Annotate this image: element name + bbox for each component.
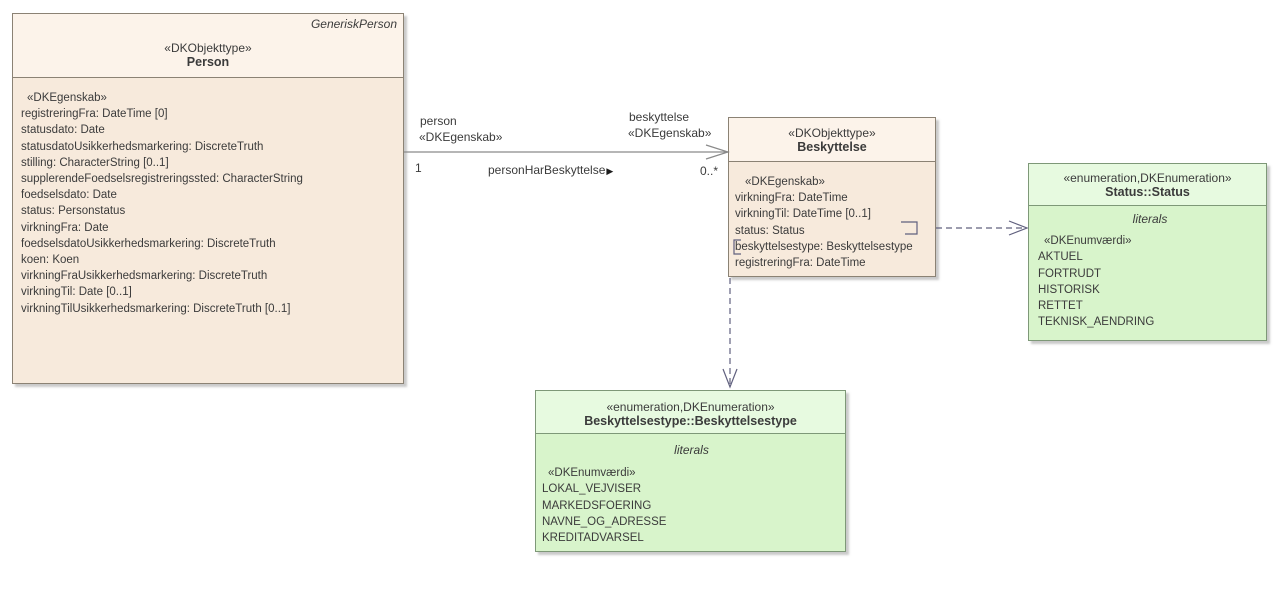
attribute-row: status: Personstatus [21,205,126,218]
attribute-row: virkningTilUsikkerhedsmarkering: Discret… [21,302,291,315]
association-source-multiplicity: 1 [415,161,422,175]
association-person-har-beskyttelse[interactable] [404,144,730,160]
association-target-multiplicity: 0..* [700,164,719,178]
attribute-row: stilling: CharacterString [0..1] [21,156,169,169]
association-name-text: personHarBeskyttelse [488,163,606,177]
enum-name: Beskyttelsestype::Beskyttelsestype [584,414,797,428]
enum-value-stereotype: «DKEnumværdi» [1044,235,1132,248]
class-stereotype: «DKObjekttype» [788,126,876,140]
class-name: Person [186,55,230,69]
association-source-role-stereotype: «DKEgenskab» [419,130,503,144]
enum-status[interactable]: «enumeration,DKEnumeration» Status::Stat… [1028,163,1267,341]
class-tag: GeneriskPerson [310,17,397,31]
association-source-role: person [420,114,457,128]
attribute-stereotype: «DKEgenskab» [27,92,107,104]
attribute-row: virkningFraUsikkerhedsmarkering: Discret… [21,270,268,283]
attribute-row: koen: Koen [21,254,80,267]
attribute-row: virkningFra: DateTime [735,192,848,205]
attribute-row: foedselsdatoUsikkerhedsmarkering: Discre… [21,237,276,250]
class-beskyttelse[interactable]: «DKObjekttype» Beskyttelse «DKEgenskab» … [728,117,936,277]
class-name: Beskyttelse [797,140,867,154]
enum-stereotype: «enumeration,DKEnumeration» [606,400,775,414]
enum-status-literals: literals «DKEnumværdi» AKTUEL FORTRUDT H… [1029,206,1266,330]
literals-section-label: literals [1132,212,1168,226]
enum-literal: FORTRUDT [1038,267,1102,280]
attribute-row: registreringFra: DateTime [735,257,866,270]
attribute-row: beskyttelsestype: Beskyttelsestype [735,240,913,253]
enum-literal: RETTET [1038,300,1083,313]
enum-beskyttelsestype[interactable]: «enumeration,DKEnumeration» Beskyttelses… [535,390,846,552]
association-open-arrowhead [705,144,730,160]
attribute-row: virkningTil: Date [0..1] [21,286,132,299]
enum-status-header: «enumeration,DKEnumeration» Status::Stat… [1029,164,1266,206]
attribute-row: statusdato: Date [21,124,105,137]
enum-literal: HISTORISK [1038,283,1100,296]
class-beskyttelse-header: «DKObjekttype» Beskyttelse [729,118,935,162]
association-name: personHarBeskyttelse▶ [488,163,613,177]
attribute-row: virkningFra: Date [21,221,109,234]
literals-section-label: literals [674,443,709,457]
association-direction-arrow: ▶ [606,166,614,176]
enum-value-stereotype: «DKEnumværdi» [548,467,636,480]
enum-literal: AKTUEL [1038,251,1083,264]
attribute-row: virkningTil: DateTime [0..1] [735,208,871,221]
dependency-open-arrowhead [1008,220,1029,236]
attribute-row: statusdatoUsikkerhedsmarkering: Discrete… [21,140,264,153]
enum-literal: NAVNE_OG_ADRESSE [542,515,667,528]
enum-stereotype: «enumeration,DKEnumeration» [1063,171,1232,185]
attribute-row: foedselsdato: Date [21,189,117,202]
enum-beskyttelsestype-literals: literals «DKEnumværdi» LOKAL_VEJVISER MA… [536,434,845,546]
association-target-role-stereotype: «DKEgenskab» [628,126,712,140]
class-beskyttelse-attributes: «DKEgenskab» virkningFra: DateTime virkn… [729,162,935,271]
enum-beskyttelsestype-header: «enumeration,DKEnumeration» Beskyttelses… [536,391,845,434]
association-target-role: beskyttelse [629,110,690,124]
attribute-stereotype: «DKEgenskab» [745,176,825,188]
class-person-attributes: «DKEgenskab» registreringFra: DateTime [… [13,78,403,317]
class-person[interactable]: GeneriskPerson «DKObjekttype» Person «DK… [12,13,404,384]
dependency-open-arrowhead [722,368,738,389]
attribute-row: registreringFra: DateTime [0] [21,108,168,121]
attribute-row: supplerendeFoedselsregistreringssted: Ch… [21,173,303,186]
class-stereotype: «DKObjekttype» [164,41,252,55]
enum-literal: TEKNISK_AENDRING [1038,316,1155,329]
class-person-header: GeneriskPerson «DKObjekttype» Person [13,14,403,78]
attribute-row: status: Status [735,224,805,237]
enum-literal: LOKAL_VEJVISER [542,483,642,496]
enum-name: Status::Status [1105,185,1190,199]
enum-literal: KREDITADVARSEL [542,532,644,545]
enum-literal: MARKEDSFOERING [542,499,652,512]
